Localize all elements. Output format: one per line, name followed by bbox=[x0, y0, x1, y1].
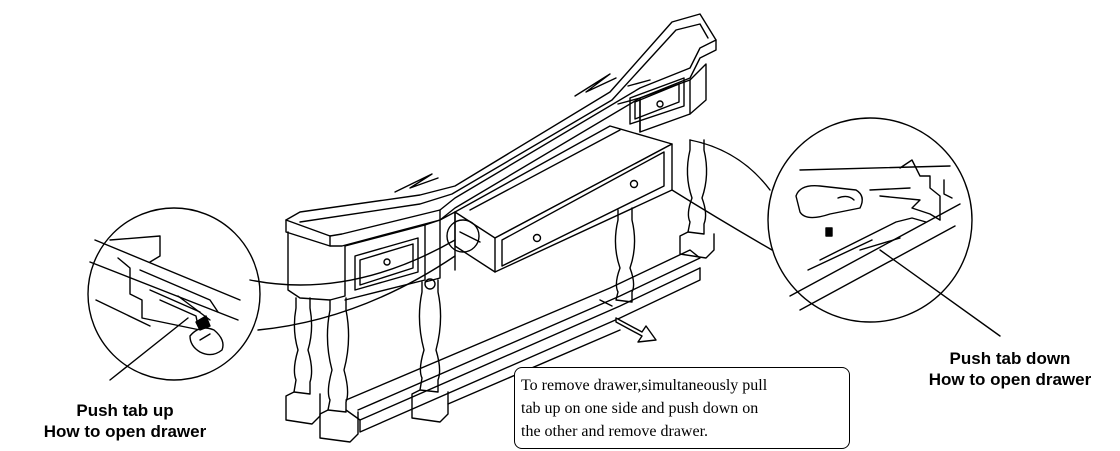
table-legs bbox=[285, 139, 715, 443]
right-callout-label: Push tab down How to open drawer bbox=[900, 348, 1120, 390]
left-drawer bbox=[354, 237, 419, 291]
right-label-line1: Push tab down bbox=[949, 349, 1071, 368]
right-drawer bbox=[629, 77, 685, 125]
left-label-line1: Push tab up bbox=[76, 401, 174, 420]
left-detail-callout bbox=[87, 207, 456, 381]
note-line-2: tab up on one side and push down on bbox=[521, 400, 759, 417]
center-drawer-open bbox=[446, 125, 673, 273]
tabletop bbox=[285, 13, 717, 247]
right-detail-callout bbox=[671, 117, 1001, 337]
arrow-icon bbox=[615, 317, 657, 343]
lower-shelf bbox=[345, 249, 701, 433]
console-table-illustration bbox=[285, 13, 717, 443]
instruction-note: To remove drawer,simultaneously pull tab… bbox=[514, 367, 850, 449]
left-label-line2: How to open drawer bbox=[43, 422, 207, 441]
note-line-3: the other and remove drawer. bbox=[521, 423, 709, 440]
note-line-1: To remove drawer,simultaneously pull bbox=[521, 377, 768, 394]
right-label-line2: How to open drawer bbox=[928, 370, 1092, 389]
left-callout-label: Push tab up How to open drawer bbox=[0, 400, 250, 442]
